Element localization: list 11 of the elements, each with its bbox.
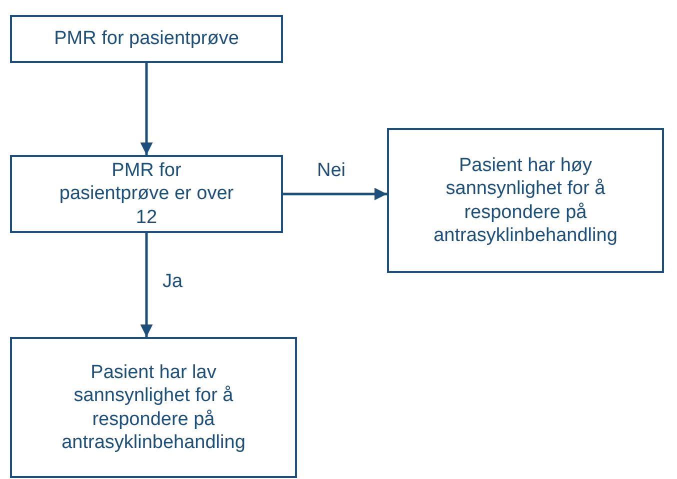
box-text: PMR for pasientprøve er over 12 [58,159,235,229]
box-text: PMR for pasientprøve [54,27,239,51]
box-text: Pasient har høy sannsynlighet for å respondere på antrasyklinbehandling [432,154,618,247]
process-box [387,128,664,273]
arrow [140,233,153,337]
process-box [10,155,283,233]
box-text: Pasient har lav sannsynlighet for å respondere på antrasyklinbehandling [60,361,246,454]
arrow [140,63,153,155]
process-box [10,337,297,478]
arrow [283,188,387,200]
process-box [10,15,283,63]
